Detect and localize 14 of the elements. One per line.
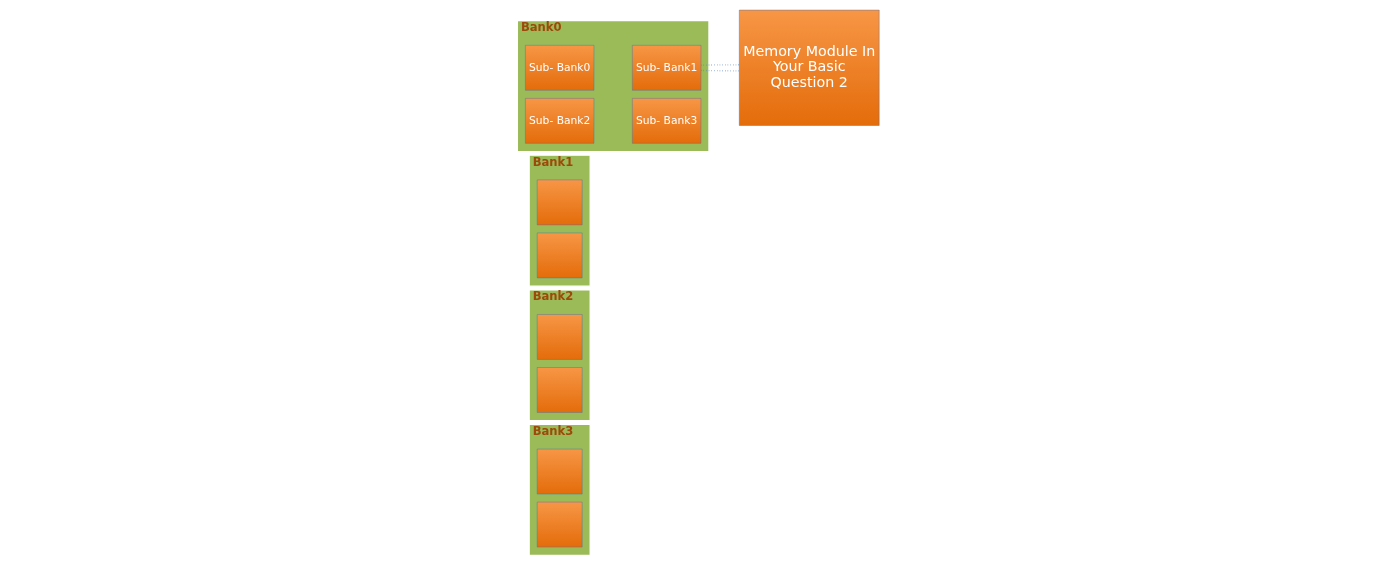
node-box: Sub- Bank1 — [632, 45, 702, 91]
node-box: Sub- Bank3 — [632, 98, 702, 144]
node-box: Memory Module In Your Basic Question 2 — [739, 9, 880, 126]
cluster: Bank2 — [528, 289, 591, 422]
node-box — [536, 367, 583, 413]
node-box — [536, 314, 583, 360]
cluster: Bank1 — [528, 154, 591, 287]
node-box: Sub- Bank2 — [525, 98, 595, 144]
node-box — [536, 232, 583, 279]
node-box: Sub- Bank0 — [525, 45, 595, 91]
node-box — [536, 501, 583, 548]
node-box — [536, 179, 583, 226]
node-box — [536, 448, 583, 495]
cluster: Bank3 — [528, 423, 591, 556]
